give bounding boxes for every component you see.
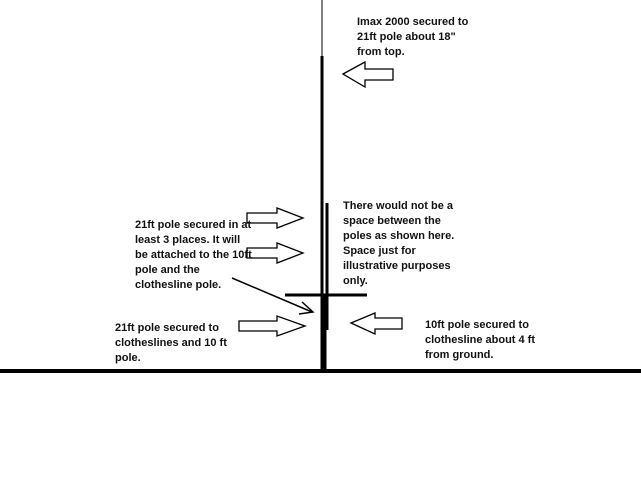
ten-ft-pole-label: 10ft pole secured to clothesline about 4… — [425, 319, 536, 361]
secured-places-label: 21ft pole secured in at least 3 places. … — [135, 219, 252, 291]
arrow-left-icon — [349, 312, 403, 336]
arrow-right-icon — [246, 207, 305, 229]
arrow-right-icon — [238, 315, 307, 337]
arrow-right-icon — [246, 242, 305, 264]
secured-clotheslines-label: 21ft pole secured to clotheslines and 10… — [115, 322, 227, 364]
imax-label: Imax 2000 secured to 21ft pole about 18"… — [357, 16, 469, 58]
spacing-note-label: There would not be a space between the p… — [343, 200, 455, 287]
pointer-line — [231, 277, 313, 313]
pointer-arrowhead-icon — [298, 301, 315, 315]
arrow-left-icon — [341, 60, 394, 89]
